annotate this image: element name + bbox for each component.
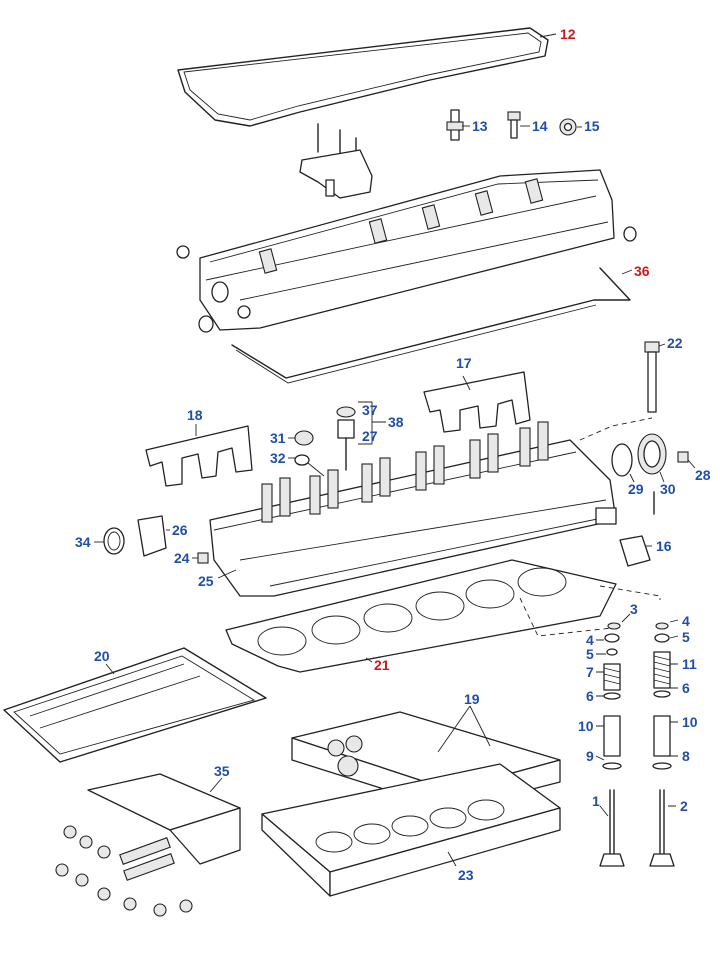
head-gasket — [225, 559, 617, 673]
valve-train-right — [649, 622, 675, 867]
callout-6-right: 6 — [682, 680, 690, 696]
sensor-stud-13 — [446, 109, 464, 141]
callout-27: 27 — [362, 428, 378, 444]
head-bolt-22 — [644, 341, 660, 413]
manifold-gasket — [3, 647, 267, 763]
o-ring-32 — [294, 454, 310, 466]
callout-5-right: 5 — [682, 629, 690, 645]
bolt-14 — [507, 111, 521, 139]
valve-train-left — [599, 622, 625, 867]
leader-19 — [437, 705, 491, 753]
callout-9: 9 — [586, 748, 594, 764]
callout-37: 37 — [362, 402, 378, 418]
callout-18: 18 — [187, 407, 203, 423]
callout-36: 36 — [634, 263, 650, 279]
cup-plug-31 — [294, 430, 314, 446]
leader-38-bracket — [358, 401, 386, 445]
leader-29 — [629, 473, 635, 483]
callout-34: 34 — [75, 534, 91, 550]
lifting-bracket-17 — [423, 371, 531, 433]
leader-23 — [447, 851, 457, 867]
callout-19: 19 — [464, 691, 480, 707]
callout-1: 1 — [592, 793, 600, 809]
valve-cover-housing — [176, 169, 637, 333]
callout-31: 31 — [270, 430, 286, 446]
callout-17: 17 — [456, 355, 472, 371]
callout-14: 14 — [532, 118, 548, 134]
callout-21: 21 — [374, 657, 390, 673]
callout-5-left: 5 — [586, 646, 594, 662]
nut-15 — [559, 118, 577, 136]
callout-22: 22 — [667, 335, 683, 351]
front-seal-34 — [103, 527, 125, 555]
leader-25 — [217, 569, 237, 579]
plug-assembly — [336, 406, 356, 471]
cylinder-head — [209, 421, 617, 597]
leader-22 — [658, 343, 666, 347]
o-ring-29 — [611, 443, 633, 477]
callout-6-left: 6 — [586, 688, 594, 704]
leader-32b — [307, 462, 325, 477]
leader-21 — [365, 657, 373, 663]
callout-11: 11 — [682, 656, 697, 672]
seal-ring-30 — [637, 433, 667, 475]
callout-28: 28 — [695, 467, 711, 483]
callout-labels: 12 13 14 15 36 22 17 18 37 38 27 31 32 2… — [75, 26, 711, 883]
callout-23: 23 — [458, 867, 474, 883]
callout-10-left: 10 — [578, 718, 594, 734]
leader-20 — [105, 663, 115, 675]
rocker-cover-gasket — [177, 27, 549, 127]
callout-30: 30 — [660, 481, 676, 497]
callout-26: 26 — [172, 522, 188, 538]
leader-35 — [209, 777, 223, 793]
plug-24 — [197, 552, 209, 564]
valve-spring-row — [261, 421, 549, 523]
bracket-with-bolts — [299, 123, 373, 199]
dashed-guide-upper — [579, 417, 653, 441]
overhaul-kit-box-35 — [55, 773, 241, 917]
callout-3: 3 — [630, 601, 638, 617]
leader-12 — [539, 33, 557, 38]
callout-4-right: 4 — [682, 613, 690, 629]
leader-28 — [687, 459, 696, 469]
callout-4-left: 4 — [586, 632, 594, 648]
callout-38: 38 — [388, 414, 404, 430]
callout-32: 32 — [270, 450, 286, 466]
callout-13: 13 — [472, 118, 488, 134]
callout-12: 12 — [560, 26, 576, 42]
flange-gasket-16 — [619, 535, 651, 567]
carrier-seal — [231, 267, 631, 384]
callout-2: 2 — [680, 798, 688, 814]
callout-29: 29 — [628, 481, 644, 497]
leader-right-valve — [668, 619, 679, 807]
callout-10-right: 10 — [682, 714, 698, 730]
callout-7: 7 — [586, 664, 594, 680]
fitting-28 — [677, 451, 689, 463]
callout-25: 25 — [198, 573, 214, 589]
callout-24: 24 — [174, 550, 190, 566]
leader-3 — [621, 613, 631, 623]
gasket-kit-box-23 — [261, 763, 561, 897]
callout-20: 20 — [94, 648, 110, 664]
leader-36 — [621, 269, 633, 275]
callout-8: 8 — [682, 748, 690, 764]
callout-35: 35 — [214, 763, 230, 779]
cover-gasket-26 — [137, 515, 167, 557]
leader-left-valve — [595, 639, 609, 817]
callout-15: 15 — [584, 118, 600, 134]
lifting-bracket-18 — [145, 425, 253, 487]
leader-17 — [462, 375, 471, 391]
leader-30 — [659, 471, 665, 483]
callout-16: 16 — [656, 538, 672, 554]
